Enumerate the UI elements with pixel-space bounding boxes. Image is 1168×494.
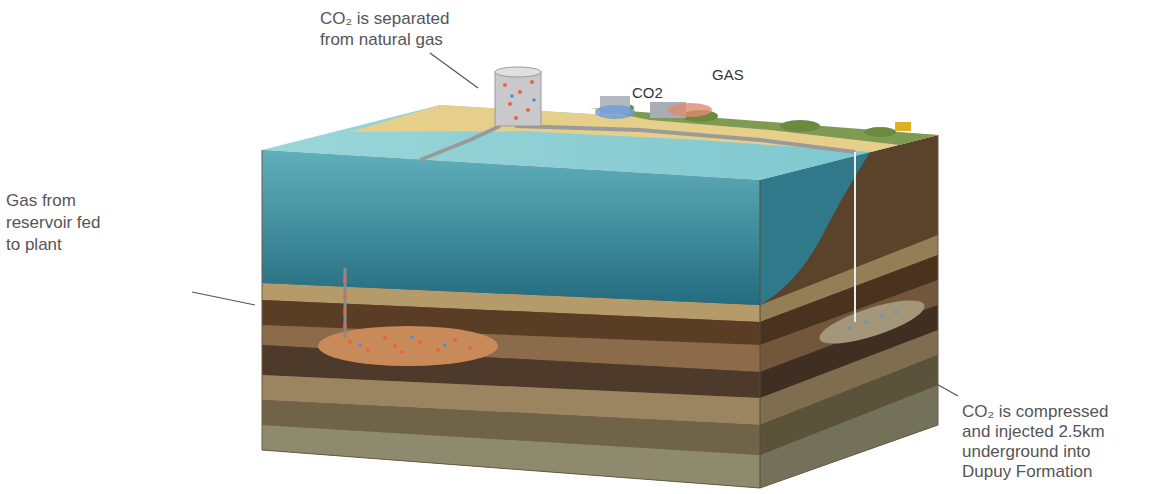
- stream-label: GAS: [712, 66, 744, 84]
- separation-tower: [495, 72, 541, 126]
- separation-plant: [495, 67, 712, 126]
- pipeline: [420, 126, 500, 160]
- label-holder: CO₂ is compressed and injected 2.5km und…: [962, 402, 1130, 482]
- tower-top: [495, 67, 541, 77]
- gas-particles: [348, 336, 472, 354]
- tower-particles: [503, 80, 534, 120]
- leader-line: [908, 368, 958, 396]
- label-holder: CO2: [632, 84, 663, 102]
- callout-text: CO₂ is separated from natural gas: [320, 8, 485, 50]
- label-holder: GAS: [712, 66, 744, 84]
- rock-layers: [250, 100, 950, 494]
- callout-text: Gas from reservoir fed to plant: [6, 190, 116, 256]
- beach-sand: [350, 105, 938, 152]
- stream-label: CO2: [632, 84, 663, 102]
- block-outline: [262, 135, 938, 488]
- pipeline: [515, 126, 855, 152]
- land-fill: [250, 100, 950, 494]
- gas-particles: [358, 335, 447, 347]
- label-holder: Gas from reservoir fed to plant: [6, 190, 116, 256]
- label-holder: CO₂ is separated from natural gas: [320, 8, 485, 50]
- injection-well: [854, 152, 856, 322]
- vehicle: [895, 122, 911, 131]
- co2-stream: [595, 105, 635, 119]
- gas-particles: [343, 278, 347, 328]
- leader-line: [430, 53, 478, 88]
- tower-particles: [510, 94, 536, 102]
- callout-text: CO₂ is compressed and injected 2.5km und…: [962, 402, 1130, 482]
- block-edge: [760, 180, 761, 488]
- gas-stream: [668, 103, 712, 117]
- leader-line: [192, 292, 255, 305]
- production-well: [344, 268, 347, 338]
- sea-surface: [262, 105, 938, 180]
